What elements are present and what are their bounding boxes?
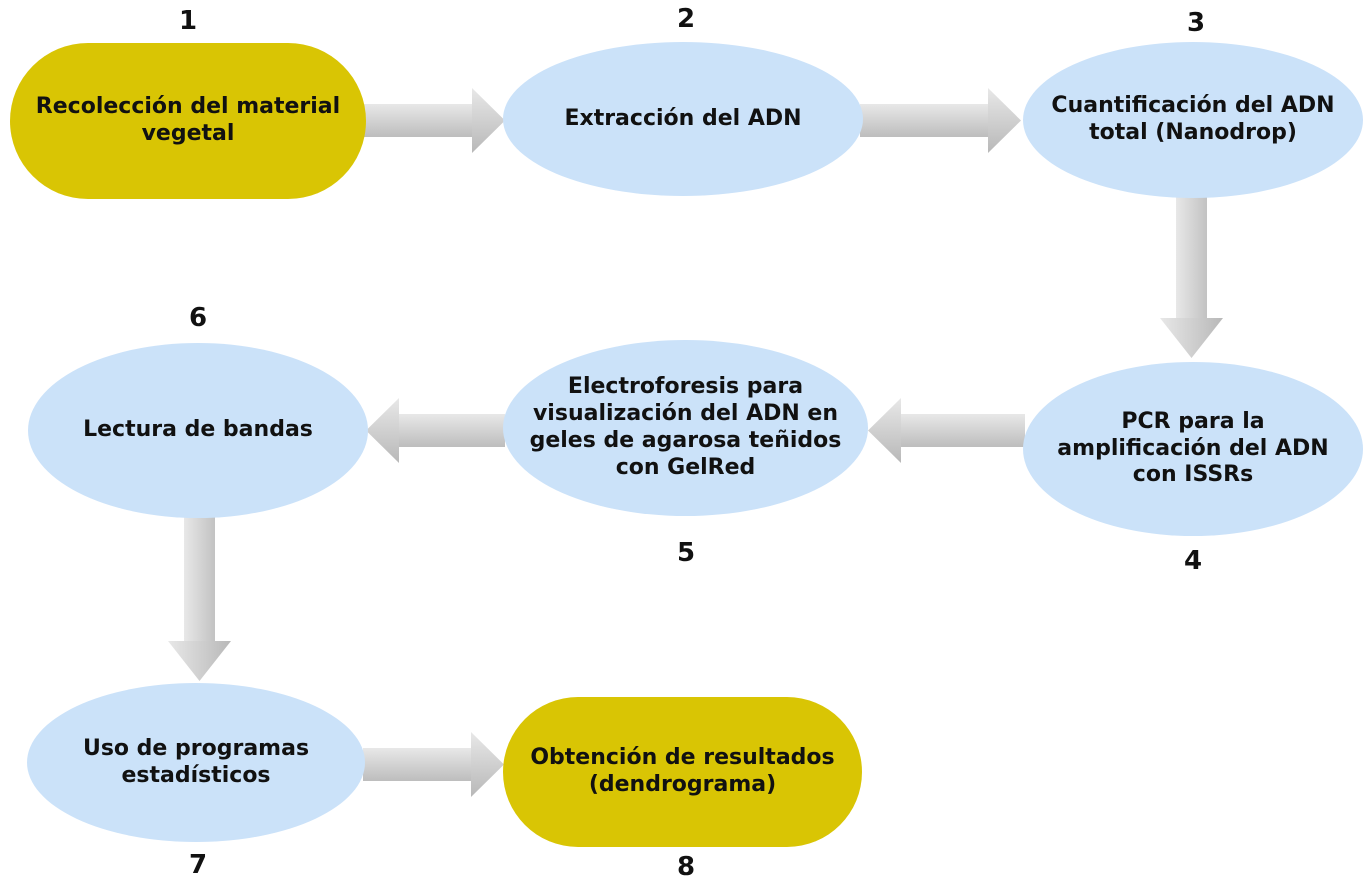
flow-step-8: Obtención de resultados (dendrograma) [503,697,862,847]
flow-step-2: Extracción del ADN [503,42,863,196]
arrow-6-7-head-icon [168,641,231,681]
flow-step-5-label: Electroforesis para visualización del AD… [529,374,842,480]
flow-step-3: Cuantificación del ADN total (Nanodrop) [1023,42,1363,198]
step-number-2: 2 [676,4,696,34]
flow-step-4: PCR para la amplificación del ADN con IS… [1023,362,1363,536]
flow-step-6-label: Lectura de bandas [83,417,313,443]
step-number-1: 1 [178,6,198,36]
arrow-7-8-head-icon [471,732,504,797]
arrow-4-5-shaft [901,414,1025,447]
flow-step-7-label: Uso de programas estadísticos [82,735,310,788]
flow-step-1-label: Recolección del material vegetal [35,94,341,146]
arrow-2-3-shaft [860,104,988,137]
flow-step-1: Recolección del material vegetal [10,43,366,199]
arrow-1-2-head-icon [472,88,505,153]
arrow-3-4-shaft [1176,196,1207,318]
step-number-5: 5 [676,538,696,568]
arrow-7-8-shaft [363,748,471,781]
arrow-5-6-head-icon [366,398,399,463]
step-number-4: 4 [1183,546,1203,576]
arrow-2-3-head-icon [988,88,1021,153]
step-number-8: 8 [676,852,696,882]
flow-step-7: Uso de programas estadísticos [27,683,365,842]
flow-step-6: Lectura de bandas [28,343,368,518]
flow-step-4-label: PCR para la amplificación del ADN con IS… [1057,408,1329,488]
arrow-3-4-head-icon [1160,318,1223,358]
flow-step-2-label: Extracción del ADN [564,105,802,131]
flow-step-3-label: Cuantificación del ADN total (Nanodrop) [1051,93,1335,145]
arrow-6-7-shaft [184,517,215,641]
flow-step-8-label: Obtención de resultados (dendrograma) [530,745,835,797]
arrow-4-5-head-icon [868,398,901,463]
step-number-6: 6 [188,303,208,333]
flow-step-5: Electroforesis para visualización del AD… [503,340,868,516]
step-number-7: 7 [188,850,208,880]
step-number-3: 3 [1186,8,1206,38]
arrow-5-6-shaft [399,414,505,447]
arrow-1-2-shaft [362,104,472,137]
